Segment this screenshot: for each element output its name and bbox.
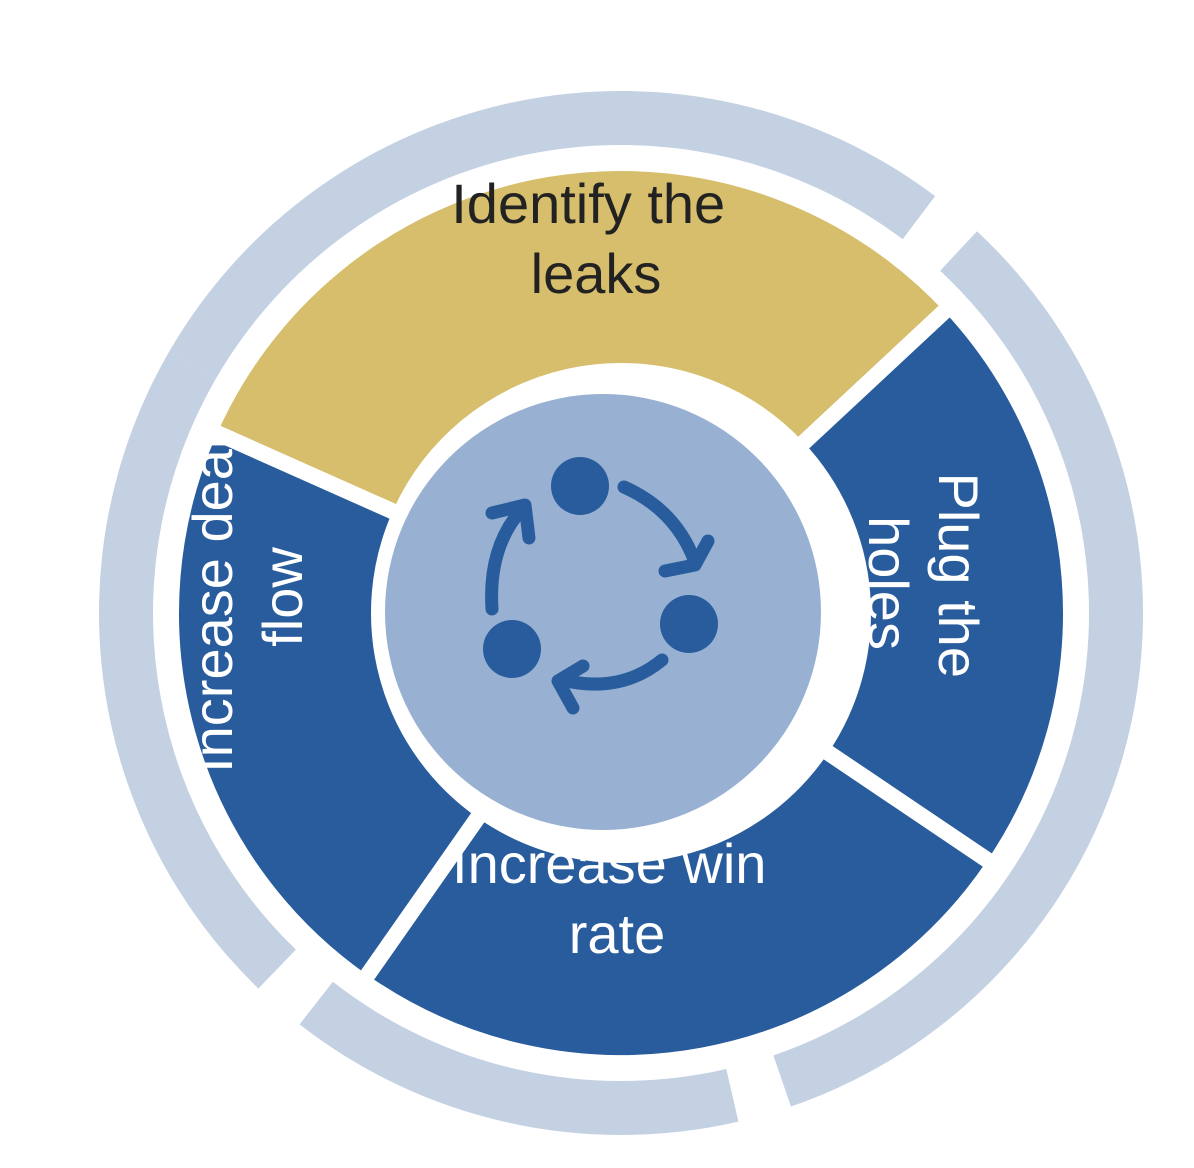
segment-labels: Identify the leaks Plug the holes Increa… — [181, 172, 990, 965]
cycle-arrowhead — [658, 534, 715, 578]
cycle-arrowhead — [551, 659, 590, 715]
label-line: holes — [857, 516, 920, 650]
cycle-arrowhead — [485, 498, 536, 545]
outer-ring-arc — [299, 981, 739, 1135]
segment-bottom — [354, 740, 1003, 1071]
outer-ring — [98, 91, 1143, 1135]
hub-circle — [385, 394, 821, 830]
segment-left — [163, 421, 491, 990]
center-hub — [385, 394, 821, 830]
label-line: Identify the — [451, 172, 725, 235]
segment-top — [201, 155, 959, 523]
label-line: Plug the — [927, 472, 990, 678]
label-line: Increase win — [452, 832, 766, 895]
segment-label-left: Increase deal flow — [181, 421, 314, 773]
segment-group — [163, 155, 1079, 1071]
label-line: Increase deal — [181, 437, 244, 773]
cycle-arrow — [617, 480, 702, 569]
outer-ring-arc — [168, 91, 936, 380]
segment-right — [789, 298, 1079, 873]
cycle-icon — [483, 457, 718, 715]
cycle-node — [660, 595, 718, 653]
cycle-node — [551, 457, 609, 515]
segment-label-right: Plug the holes — [857, 472, 990, 693]
cycle-arrow — [485, 501, 530, 616]
cycle-node — [483, 620, 541, 678]
label-line: leaks — [531, 242, 662, 305]
segment-label-top: Identify the leaks — [451, 172, 741, 305]
segment-label-bottom: Increase win rate — [452, 832, 782, 965]
outer-ring-arc — [773, 231, 1143, 1107]
outer-ring-arc — [98, 352, 296, 989]
label-line: rate — [569, 902, 666, 965]
cycle-arrow — [555, 653, 669, 691]
label-line: flow — [251, 547, 314, 647]
